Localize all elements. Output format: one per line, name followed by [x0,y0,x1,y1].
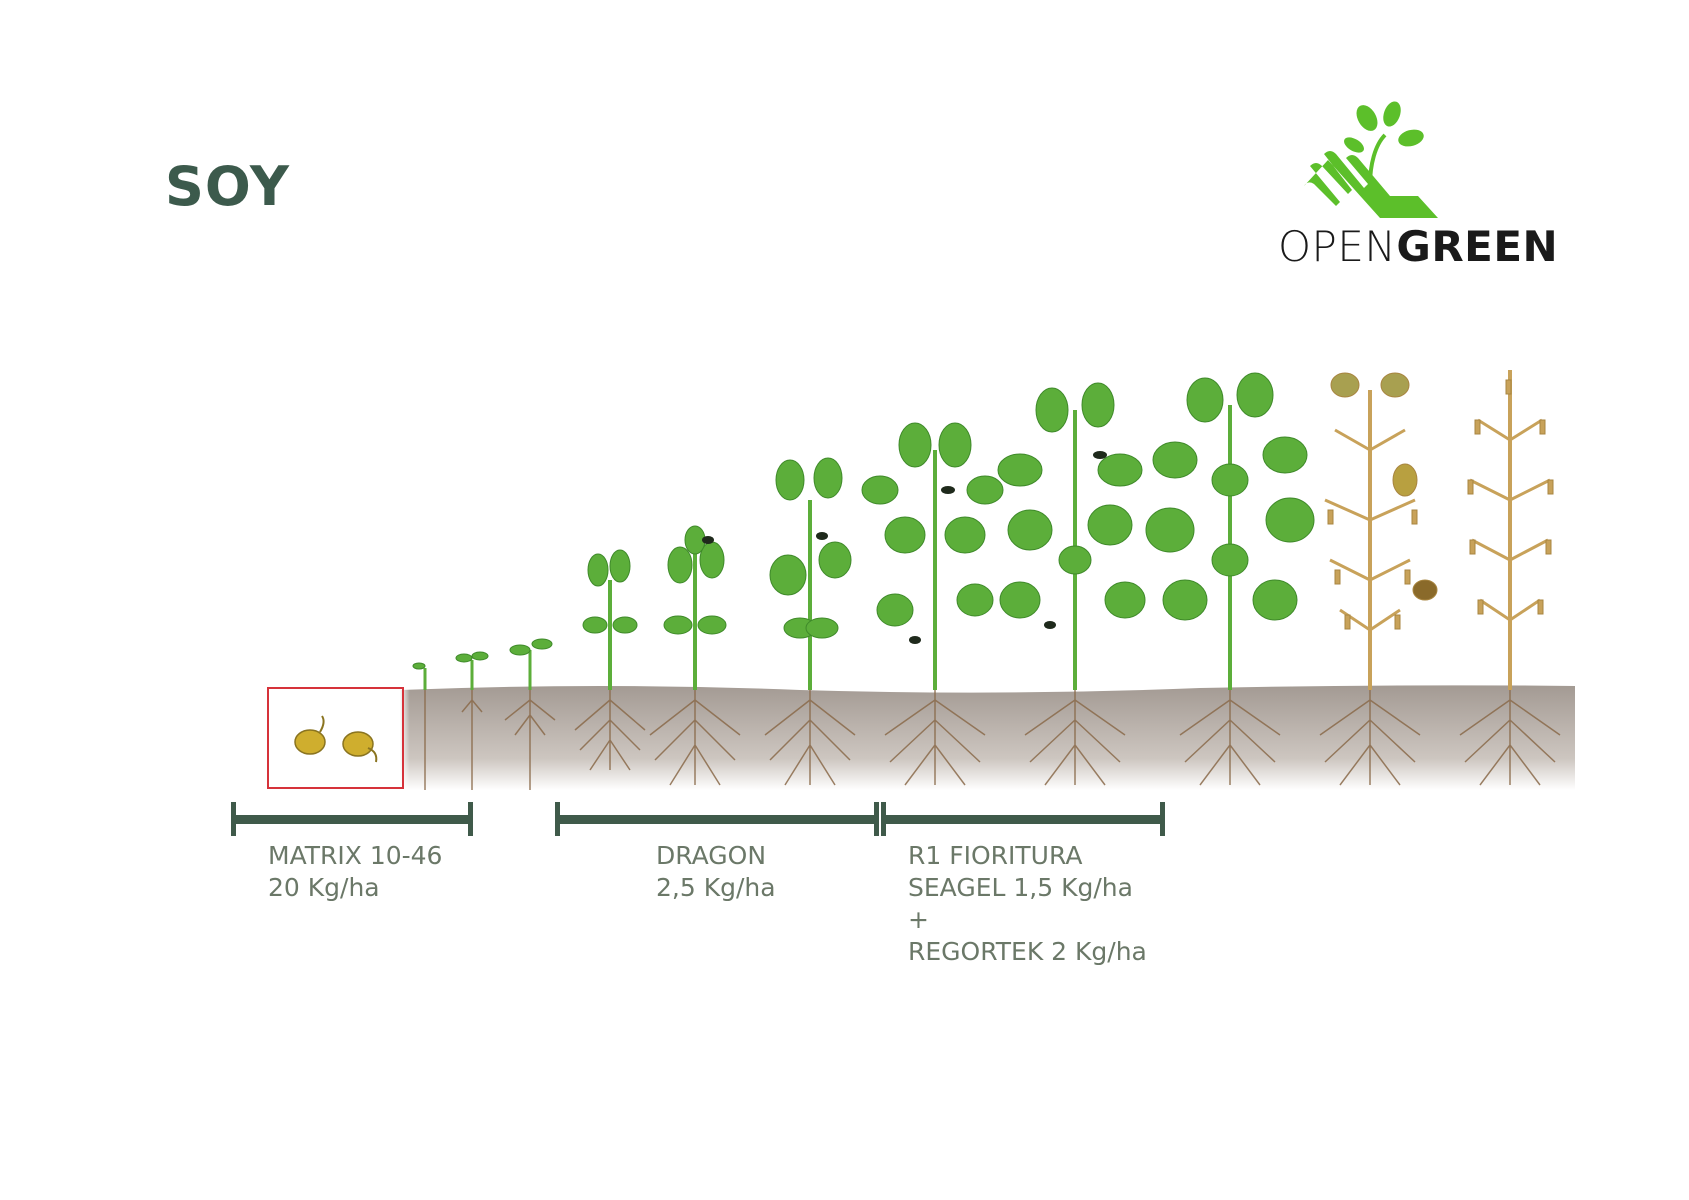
hand-sprout-icon [1304,101,1438,218]
treatment-label-3: R1 FIORITURA SEAGEL 1,5 Kg/ha + REGORTEK… [908,840,1147,968]
treatment-3-plus: + [908,905,929,934]
logo-word-green: GREEN [1396,222,1559,271]
treatment-1-dose: 20 Kg/ha [268,873,380,902]
roots [424,690,1561,790]
senescing-plants [1324,370,1554,690]
page-title: SOY [165,155,290,218]
treatment-2-dose: 2,5 Kg/ha [656,873,776,902]
seedling-stage-1 [412,638,553,690]
soil-band [400,685,1575,790]
seeds [294,729,374,757]
seed-stage-highlight-box [267,687,404,789]
treatment-label-2: DRAGON 2,5 Kg/ha [656,840,776,904]
treatment-bar-2 [555,802,879,836]
treatment-bar-1 [231,802,473,836]
treatment-3-stage: R1 FIORITURA [908,841,1083,870]
vegetative-plants [582,372,1315,690]
logo-wordmark: OPENGREEN [1278,222,1558,271]
pods [702,451,1107,644]
treatment-bar-3 [881,802,1165,836]
opengreen-logo [1304,101,1438,218]
treatment-label-1: MATRIX 10-46 20 Kg/ha [268,840,442,904]
treatment-1-product: MATRIX 10-46 [268,841,443,870]
treatment-2-product: DRAGON [656,841,767,870]
treatment-3-product: SEAGEL 1,5 Kg/ha [908,873,1133,902]
treatment-3-product2: REGORTEK 2 Kg/ha [908,937,1147,966]
logo-word-open: OPEN [1278,222,1397,271]
